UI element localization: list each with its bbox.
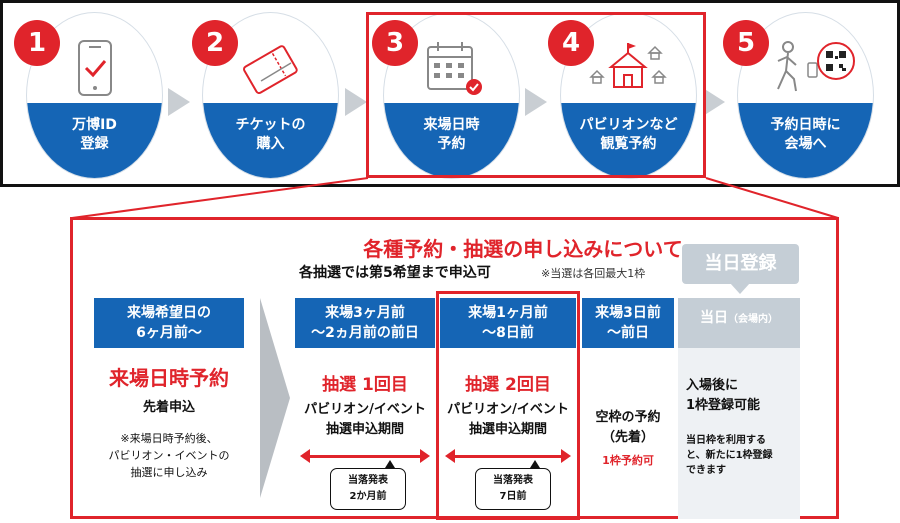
chevron-right-icon: [703, 88, 725, 116]
chevron-right-icon: [168, 88, 190, 116]
step-label: 来場日時予約: [423, 117, 480, 152]
ticket-icon: [203, 33, 338, 103]
highlight-steps-3-4: [366, 12, 706, 178]
chevron-right-icon: [525, 88, 547, 116]
lottery-title: 抽選 2回目: [465, 375, 551, 395]
lottery-1-column: 来場3ヶ月前〜2ヵ月前の前日 抽選 1回目 パビリオン/イベント抽選申込期間 当…: [295, 298, 435, 519]
vacancy-reservation-column: 来場3日前〜前日 空枠の予約（先着） 1枠予約可: [582, 298, 674, 519]
step-caption-bg: [561, 103, 696, 178]
first-come-label: 先着申込: [142, 400, 195, 415]
step-number-badge: 2: [192, 20, 238, 66]
step-label: チケットの購入: [235, 117, 306, 152]
lottery-description: パビリオン/イベント抽選申込期間: [304, 402, 426, 437]
one-slot-label: 1枠予約可: [602, 454, 654, 467]
step-number-badge: 1: [14, 20, 60, 66]
column-header: 来場3ヶ月前〜2ヵ月前の前日: [295, 298, 435, 348]
step-label: パビリオンなど観覧予約: [579, 117, 678, 152]
chevron-right-icon: [260, 298, 290, 498]
column-header: 来場1ヶ月前〜8日前: [440, 298, 576, 348]
double-arrow-icon: [300, 449, 430, 463]
smartphone-check-icon: [27, 33, 162, 103]
calendar-check-icon: [384, 33, 519, 103]
step-number-badge: 5: [723, 20, 769, 66]
today-registration-tag: 当日登録: [682, 244, 799, 284]
step-number-badge: 4: [548, 20, 594, 66]
step-caption-bg: [27, 103, 162, 178]
step-caption-bg: [738, 103, 873, 178]
left-note: ※来場日時予約後、 パビリオン・イベントの 抽選に申し込み: [108, 432, 230, 479]
pavilion-icon: [561, 33, 696, 103]
visit-reservation-label: 来場日時予約: [109, 366, 229, 390]
today-tag-pointer: [730, 283, 750, 294]
same-day-note: 当日枠を利用する と、新たに1枠登録 できます: [686, 435, 773, 476]
step-caption-bg: [203, 103, 338, 178]
step-label: 予約日時に会場へ: [770, 117, 841, 152]
highlight-lottery-2: [436, 291, 580, 520]
lottery-title: 抽選 1回目: [322, 375, 408, 395]
double-arrow-icon: [445, 449, 571, 463]
step-caption-bg: [384, 103, 519, 178]
column-header: 当日（会場内）: [678, 298, 800, 348]
step-3: 来場日時予約: [384, 13, 519, 178]
panel-note: ※当選は各回最大1枠: [541, 267, 646, 280]
column-header: 来場3日前〜前日: [582, 298, 674, 348]
lottery-description: パビリオン/イベント抽選申込期間: [447, 402, 569, 437]
step-number-badge: 3: [372, 20, 418, 66]
vacancy-description: 空枠の予約（先着）: [595, 410, 661, 445]
panel-title: 各種予約・抽選の申し込みについて: [363, 237, 683, 261]
reservation-panel: 各種予約・抽選の申し込みについて 各抽選では第5希望まで申込可 ※当選は各回最大…: [70, 217, 839, 520]
walk-qr-icon: [738, 33, 873, 103]
panel-subtitle: 各抽選では第5希望まで申込可: [299, 265, 491, 281]
chevron-right-icon: [345, 88, 367, 116]
